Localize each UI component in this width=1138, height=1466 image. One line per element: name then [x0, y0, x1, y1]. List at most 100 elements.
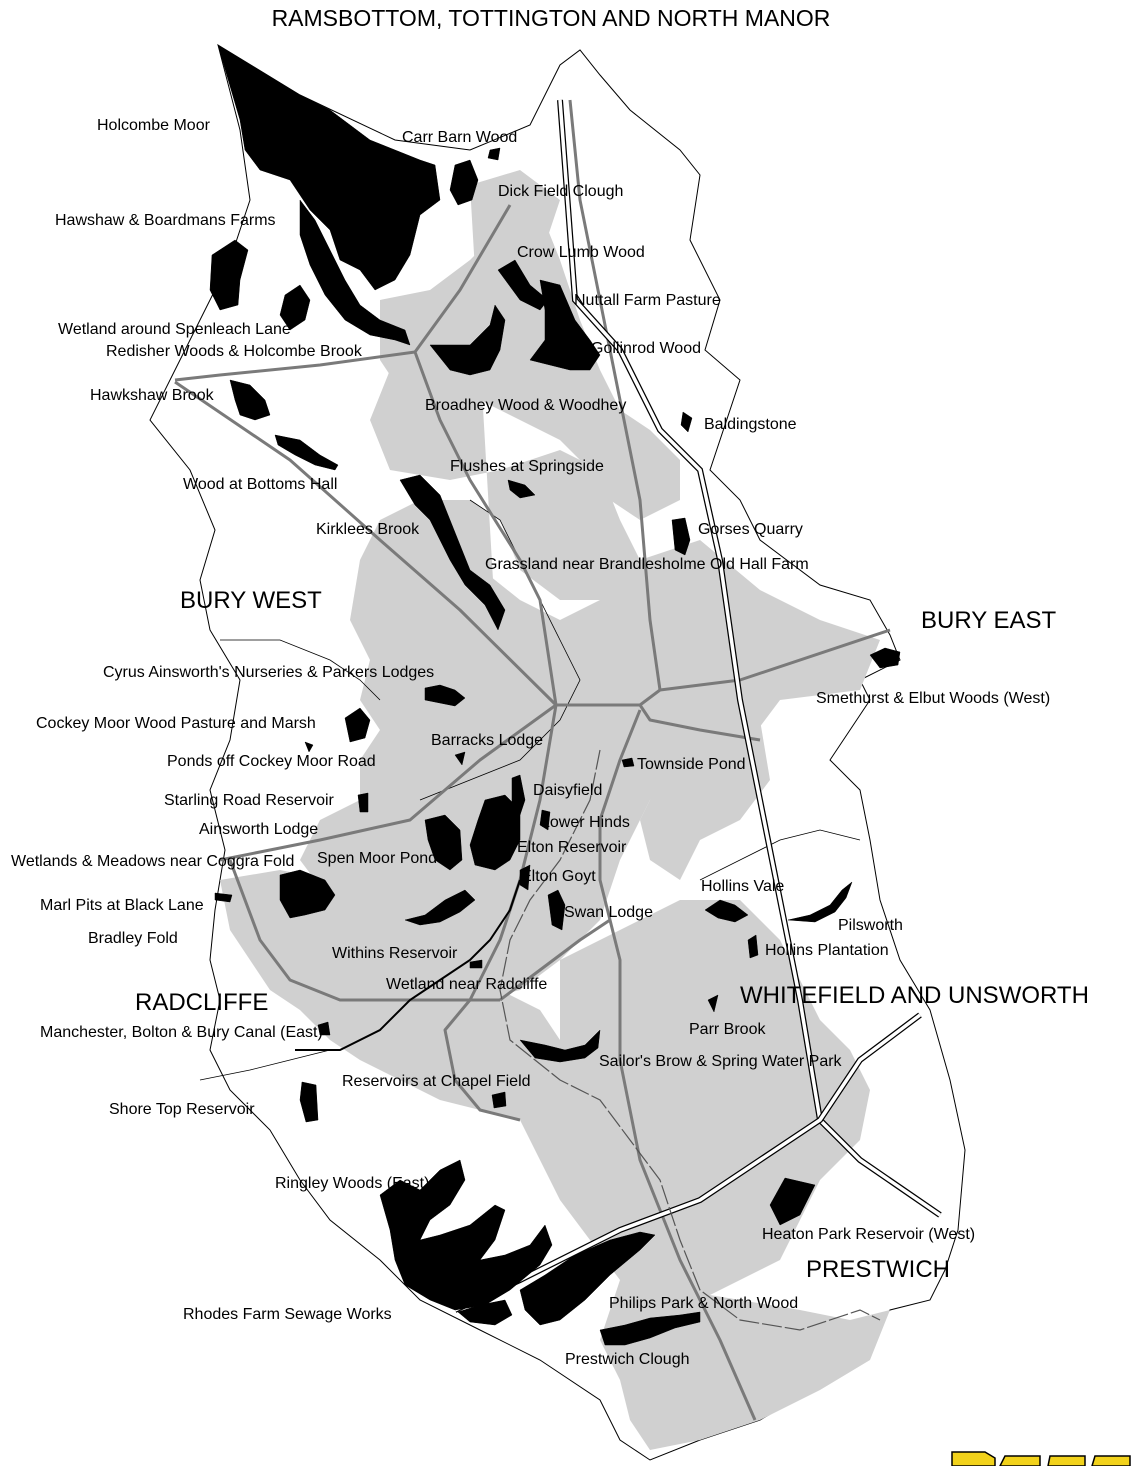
site-label: Nuttall Farm Pasture — [574, 292, 721, 309]
ward-boundary-line — [220, 639, 381, 701]
site-label: Hollins Vale — [701, 878, 784, 895]
sites — [209, 44, 901, 1346]
roads — [174, 99, 891, 1421]
site-label: Manchester, Bolton & Bury Canal (East) — [40, 1024, 323, 1041]
site-townside-pond — [621, 757, 635, 768]
site-label: Hollins Plantation — [765, 942, 889, 959]
site-swan-lodge — [547, 889, 566, 931]
road — [638, 704, 761, 742]
railway — [499, 749, 881, 1331]
site-sailors-brow — [519, 1029, 601, 1063]
railway-line — [499, 749, 881, 1331]
site-philips-park — [519, 1231, 656, 1326]
site-label: Gollinrod Wood — [591, 340, 701, 357]
site-withins-reservoir — [404, 889, 476, 926]
site-starling-road — [357, 792, 369, 813]
site-label: Carr Barn Wood — [402, 129, 517, 146]
site-label: Grassland near Brandlesholme Old Hall Fa… — [485, 556, 809, 573]
site-holcombe-moor — [217, 44, 441, 291]
site-label: Prestwich Clough — [565, 1351, 690, 1368]
site-label: Shore Top Reservoir — [109, 1101, 255, 1118]
site-dick-field-clough — [487, 147, 501, 161]
site-parkers-lodges — [424, 684, 466, 707]
site-label: Wetland near Radcliffe — [386, 976, 547, 993]
site-label: Daisyfield — [533, 782, 602, 799]
site-label: Townside Pond — [637, 756, 746, 773]
site-label: Smethurst & Elbut Woods (West) — [816, 690, 1050, 707]
ward-boundary-line — [199, 1049, 331, 1081]
site-barracks-lodge — [454, 751, 466, 766]
motorway-m60-inner — [454, 1013, 922, 1312]
site-kirklees-brook — [399, 474, 506, 631]
site-label: Ponds off Cockey Moor Road — [167, 753, 376, 770]
site-label: Flushes at Springside — [450, 458, 604, 475]
site-carr-barn-wood — [449, 159, 479, 206]
site-label: Ainsworth Lodge — [199, 821, 318, 838]
site-heaton-park-reservoir — [769, 1177, 816, 1226]
map-title: RAMSBOTTOM, TOTTINGTON AND NORTH MANOR — [272, 5, 831, 31]
site-lower-hinds — [539, 809, 551, 831]
site-label: Crow Lumb Wood — [517, 244, 645, 261]
canal — [295, 879, 521, 1051]
site-label: Elton Goyt — [521, 868, 596, 885]
site-label: Ringley Woods (East) — [275, 1175, 429, 1192]
site-spenleach-lane — [279, 284, 311, 331]
site-label: Pilsworth — [838, 917, 903, 934]
site-label: Rhodes Farm Sewage Works — [183, 1306, 392, 1323]
site-shore-top — [299, 1081, 319, 1123]
site-spen-moor-ponds — [424, 814, 463, 871]
site-label: Dick Field Clough — [498, 183, 623, 200]
site-label: Sailor's Brow & Spring Water Park — [599, 1053, 843, 1070]
site-nuttall-farm-pasture — [529, 279, 601, 371]
site-flushes-springside — [507, 479, 536, 499]
site-label: Parr Brook — [689, 1021, 766, 1038]
site-canal-east — [317, 1021, 331, 1036]
site-rhodes-farm — [457, 1299, 513, 1326]
site-hollins-plantation — [747, 934, 759, 959]
site-label: Wetlands & Meadows near Coggra Fold — [11, 853, 294, 870]
site-ringley-woods — [379, 1159, 553, 1311]
road — [568, 99, 662, 691]
area-label: PRESTWICH — [806, 1256, 950, 1283]
site-label: Marl Pits at Black Lane — [40, 897, 204, 914]
urban-area-radcliffe — [220, 870, 580, 1120]
site-cockey-moor — [344, 707, 371, 743]
ward-boundaries — [199, 499, 861, 1081]
urban-area-unsworth — [640, 700, 770, 880]
site-label: Elton Reservoir — [517, 839, 627, 856]
site-pilsworth — [787, 881, 853, 923]
site-prestwich-clough — [599, 1311, 701, 1346]
site-label: Spen Moor Ponds — [317, 850, 445, 867]
area-label: RADCLIFFE — [135, 989, 268, 1016]
site-label: Baldingstone — [704, 416, 797, 433]
site-ponds-cockey-moor — [304, 741, 314, 753]
site-chapel-field — [491, 1091, 507, 1109]
site-label: Hawshaw & Boardmans Farms — [55, 212, 276, 229]
site-labels: Holcombe Moor Carr Barn Wood Dick Field … — [11, 117, 1050, 1368]
motorways — [453, 99, 942, 1313]
road — [174, 380, 558, 707]
site-label: Kirklees Brook — [316, 521, 420, 538]
site-label: Gorses Quarry — [698, 521, 803, 538]
site-label: Holcombe Moor — [97, 117, 211, 134]
site-hawshaw-boardmans — [209, 239, 249, 311]
site-elton-reservoir — [469, 794, 521, 871]
ward-boundary-line — [419, 499, 581, 801]
site-bottoms-hall — [274, 434, 339, 471]
area-label: BURY EAST — [921, 607, 1057, 634]
site-smethurst-elbut — [869, 647, 901, 669]
road — [499, 918, 611, 1002]
site-label: Philips Park & North Wood — [609, 1295, 798, 1312]
site-label: Wood at Bottoms Hall — [183, 476, 337, 493]
site-elton-goyt — [519, 864, 531, 891]
area-label: BURY WEST — [180, 587, 322, 614]
site-label: Lower Hinds — [541, 814, 630, 831]
site-gorses-quarry — [671, 517, 691, 556]
site-label: Broadhey Wood & Woodhey — [425, 397, 626, 414]
site-redisher-woods — [299, 199, 411, 346]
site-hawkshaw-brook — [229, 379, 271, 421]
site-radcliffe-wetland — [469, 959, 483, 969]
site-marl-pits — [214, 892, 233, 903]
road — [219, 703, 557, 862]
site-label: Cockey Moor Wood Pasture and Marsh — [36, 715, 316, 732]
